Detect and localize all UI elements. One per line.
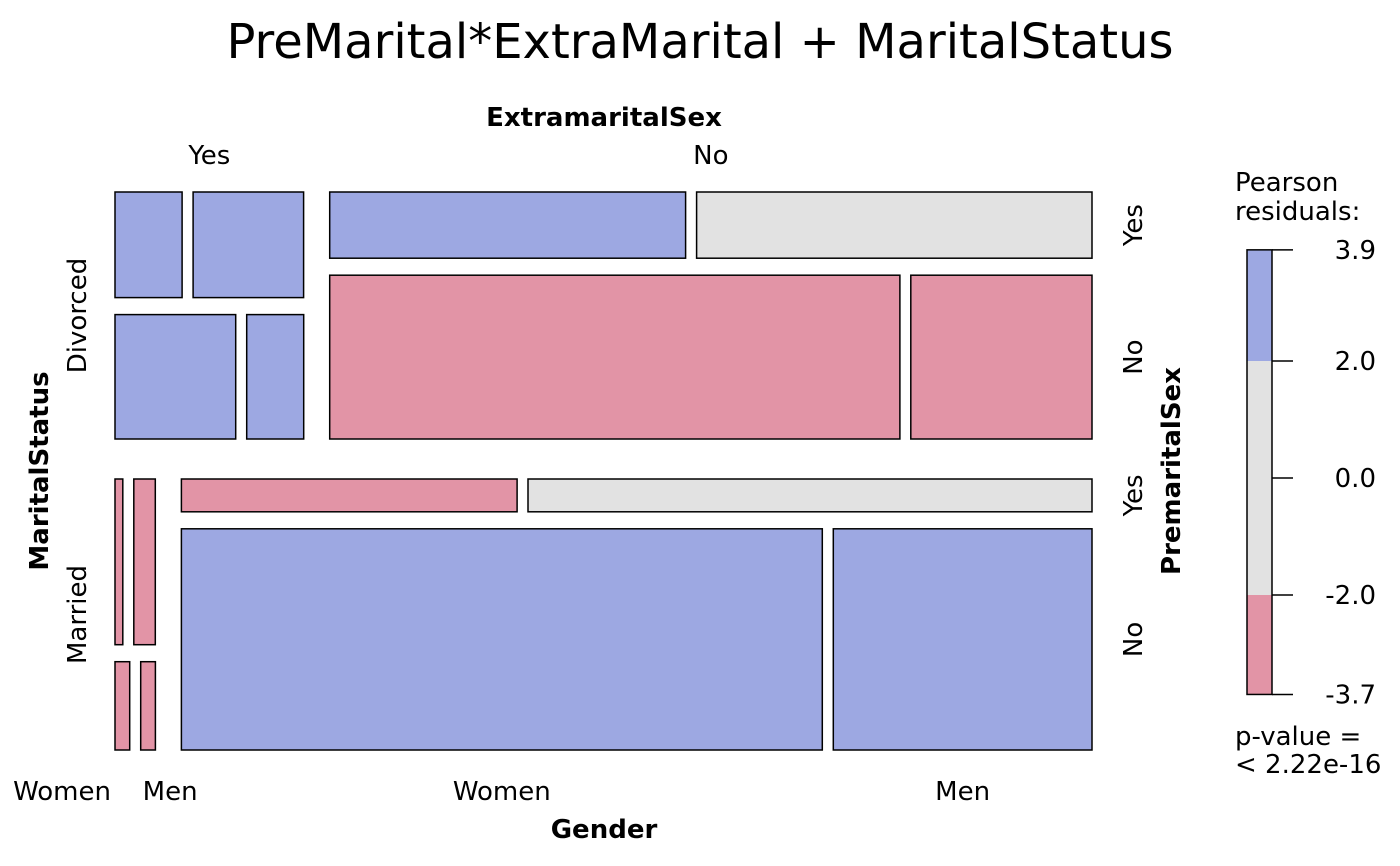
marital-status-label: Divorced <box>63 258 93 373</box>
legend-bar-outline <box>1246 249 1273 696</box>
mosaic-tile <box>114 313 237 440</box>
gender-label: Men <box>143 777 198 807</box>
legend-color-segment <box>1247 595 1272 695</box>
extramarital-label: No <box>693 141 728 171</box>
legend-pvalue-line2: < 2.22e-16 <box>1235 750 1381 780</box>
legend-color-segment <box>1247 249 1272 361</box>
mosaic-tile <box>910 274 1093 440</box>
gender-label: Women <box>13 777 111 807</box>
gender-label: Men <box>935 777 990 807</box>
mosaic-tile <box>328 274 901 440</box>
mosaic-tile <box>328 191 687 259</box>
premarital-label: No <box>1119 622 1149 657</box>
extramarital-label: Yes <box>187 141 230 171</box>
legend-pvalue-line1: p-value = <box>1235 722 1361 752</box>
mosaic-tile <box>245 313 305 440</box>
mosaic-tiles <box>114 191 1093 751</box>
mosaic-tile <box>139 660 157 751</box>
mosaic-tile <box>114 660 131 751</box>
gender-label: Women <box>453 777 551 807</box>
left-axis-title: MaritalStatus <box>25 371 55 570</box>
premarital-label: Yes <box>1119 204 1149 247</box>
legend-title-line2: residuals: <box>1235 197 1360 227</box>
chart-title: PreMarital*ExtraMarital + MaritalStatus <box>226 14 1173 70</box>
mosaic-tile <box>180 528 824 751</box>
top-axis-title: ExtramaritalSex <box>486 103 722 133</box>
legend-tick-label: -2.0 <box>1325 581 1376 611</box>
mosaic-tile <box>192 191 305 299</box>
mosaic-tile <box>695 191 1093 259</box>
bottom-axis-title: Gender <box>551 815 658 845</box>
mosaic-tile <box>133 478 157 646</box>
premarital-label: Yes <box>1119 474 1149 517</box>
mosaic-tile <box>527 478 1093 513</box>
legend-tick-label: 2.0 <box>1335 347 1376 377</box>
legend-tick-label: -3.7 <box>1325 680 1376 710</box>
right-axis-title: PremaritalSex <box>1157 367 1187 575</box>
legend-title-line1: Pearson <box>1235 168 1338 198</box>
legend-tick-label: 0.0 <box>1335 464 1376 494</box>
premarital-label: No <box>1119 339 1149 374</box>
mosaic-tile <box>114 191 183 299</box>
residual-legend: Pearson residuals: p-value = < 2.22e-16 … <box>1235 168 1381 780</box>
mosaic-tile <box>114 478 124 646</box>
mosaic-tile <box>832 528 1093 751</box>
marital-status-label: Married <box>63 565 93 664</box>
legend-tick-label: 3.9 <box>1335 236 1376 266</box>
legend-color-segment <box>1247 361 1272 595</box>
mosaic-tile <box>180 478 518 513</box>
